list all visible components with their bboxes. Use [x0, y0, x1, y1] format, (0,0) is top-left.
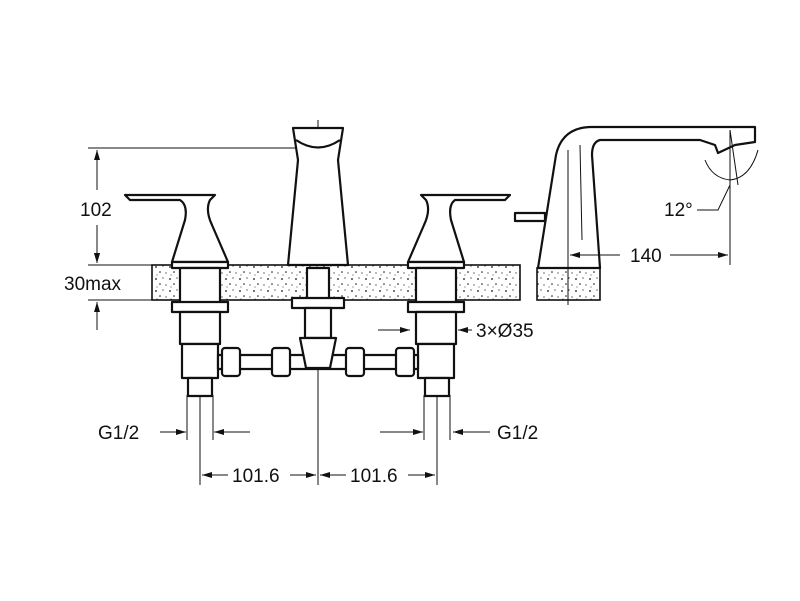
right-handle	[406, 193, 512, 270]
inlet-left-label: G1/2	[98, 423, 139, 444]
height-dimension-label: 102	[80, 200, 112, 221]
inlet-right-label: G1/2	[497, 423, 538, 444]
spacing-left-label: 101.6	[232, 466, 280, 487]
hole-diameter-label: 3×Ø35	[476, 321, 534, 342]
side-view	[513, 125, 759, 305]
spout-front	[286, 126, 350, 267]
dimension-lines	[94, 150, 728, 478]
valve-assemblies	[170, 266, 466, 398]
spacing-right-label: 101.6	[350, 466, 398, 487]
spout-reach-label: 140	[630, 246, 662, 267]
spout-angle-label: 12°	[664, 200, 693, 221]
deck-thickness-label: 30max	[64, 274, 122, 295]
extension-lines	[88, 120, 438, 485]
left-handle	[123, 193, 230, 270]
